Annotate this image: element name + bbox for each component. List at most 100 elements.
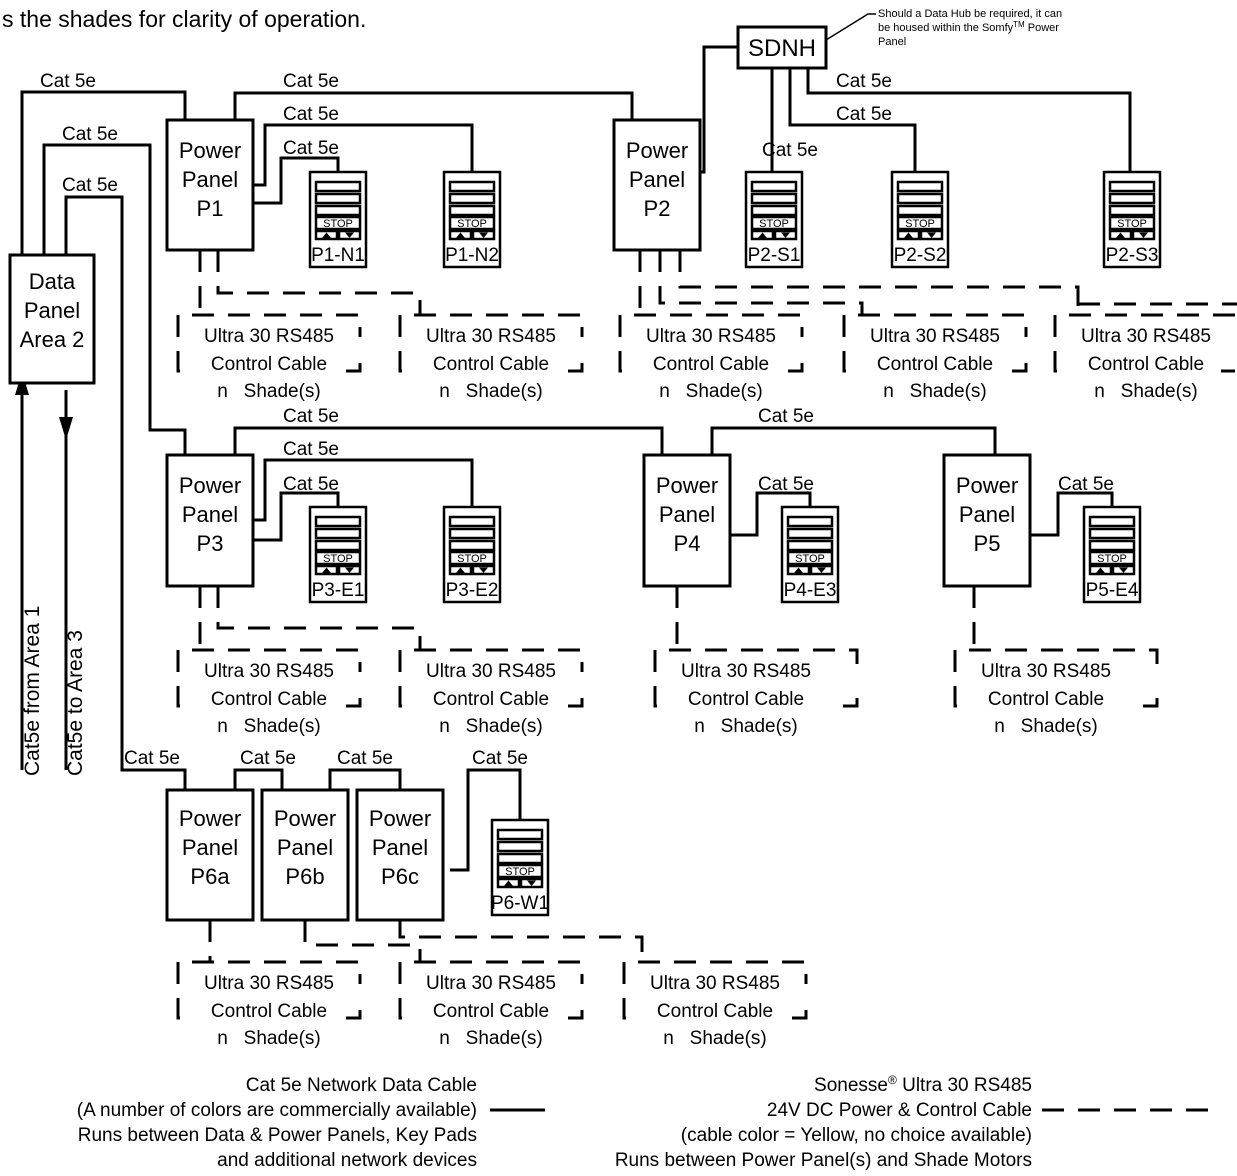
power-panel-line2: Panel (629, 167, 685, 192)
shade-group-line2: Control Cable (433, 689, 549, 710)
legend-cat5e-line3: Runs between Data & Power Panels, Key Pa… (78, 1125, 477, 1146)
stop-label: STOP (323, 218, 353, 230)
cable-label: Cat 5e (283, 406, 339, 427)
shade-group-line3: n Shade(s) (1094, 381, 1198, 402)
power-panels: Power Panel P1 Power Panel P2 Power Pane… (165, 118, 1032, 922)
power-panel-line2: Panel (182, 167, 238, 192)
shade-group-line1: Ultra 30 RS485 (204, 326, 334, 347)
power-panel-line1: Power (179, 473, 241, 498)
keypad-id: P6-W1 (491, 893, 549, 914)
legend-ultra30: Sonesse® Ultra 30 RS485 24V DC Power & C… (615, 1073, 1212, 1171)
keypad-id: P5-E4 (1086, 580, 1139, 601)
power-panel-line1: Power (274, 806, 336, 831)
shade-group-line1: Ultra 30 RS485 (426, 973, 556, 994)
power-panel-p2: Power Panel P2 (612, 118, 702, 252)
cat5e-labels: Cat 5e Cat 5e Cat 5e Cat 5e Cat 5e Cat 5… (40, 71, 1114, 769)
keypad-p1-n2: STOP P1-N2 (442, 170, 502, 269)
keypad-p2-s2: STOP P2-S2 (890, 170, 950, 269)
shade-group-line1: Ultra 30 RS485 (646, 326, 776, 347)
power-panel-id: P6a (190, 864, 230, 889)
data-panel-line1: Data (29, 269, 76, 294)
shade-group-line1: Ultra 30 RS485 (204, 973, 334, 994)
shade-group-line2: Control Cable (1088, 354, 1204, 375)
cable-label: Cat 5e (283, 138, 339, 159)
keypad-p2-s3: STOP P2-S3 (1102, 170, 1162, 269)
shade-group: Ultra 30 RS485 Control Cable n Shade(s) (398, 313, 584, 402)
shade-group-line2: Control Cable (433, 1001, 549, 1022)
shade-group-line2: Control Cable (877, 354, 993, 375)
shade-group: Ultra 30 RS485 Control Cable n Shade(s) (1053, 313, 1235, 402)
shade-group-line1: Ultra 30 RS485 (981, 661, 1111, 682)
cat5e-to-area3-label: Cat5e to Area 3 (64, 630, 87, 776)
power-panel-line1: Power (656, 473, 718, 498)
shade-group-line1: Ultra 30 RS485 (870, 326, 1000, 347)
keypad-p3-e2: STOP P3-E2 (442, 505, 502, 604)
power-panel-id: P1 (197, 196, 224, 221)
power-panel-line2: Panel (959, 502, 1015, 527)
keypad-p3-e1: STOP P3-E1 (308, 505, 368, 604)
shade-group: Ultra 30 RS485 Control Cable n Shade(s) (622, 960, 808, 1049)
cable-label: Cat 5e (283, 439, 339, 460)
cable-label: Cat 5e (758, 406, 814, 427)
power-panel-line2: Panel (277, 835, 333, 860)
shade-group-line2: Control Cable (211, 689, 327, 710)
data-panel (8, 253, 96, 385)
sdnh-label: SDNH (748, 35, 816, 62)
cable-label: Cat 5e (337, 748, 393, 769)
power-panel-id: P6c (381, 864, 419, 889)
shade-group-line3: n Shade(s) (663, 1028, 767, 1049)
sdnh-note-line2: be housed within the SomfyTM Power (878, 20, 1059, 34)
cable-label: Cat 5e (472, 748, 528, 769)
power-panel-p1: Power Panel P1 (165, 118, 255, 252)
data-panel-line3: Area 2 (20, 327, 85, 352)
power-panel-id: P2 (644, 196, 671, 221)
power-panel-p6b: Power Panel P6b (260, 788, 350, 922)
shade-group-line1: Ultra 30 RS485 (681, 661, 811, 682)
keypad-p1-n1: STOP P1-N1 (308, 170, 368, 269)
shade-group: Ultra 30 RS485 Control Cable n Shade(s) (953, 648, 1159, 737)
cable-label: Cat 5e (240, 748, 296, 769)
keypad-id: P2-S1 (748, 245, 801, 266)
cable-label: Cat 5e (283, 474, 339, 495)
stop-label: STOP (457, 553, 487, 565)
shade-group-line1: Ultra 30 RS485 (204, 661, 334, 682)
power-panel-p4: Power Panel P4 (642, 453, 732, 588)
cable-label: Cat 5e (62, 124, 118, 145)
cable-label: Cat 5e (40, 71, 96, 92)
cable-label: Cat 5e (124, 748, 180, 769)
data-panel-line2: Panel (24, 298, 80, 323)
shade-group-line2: Control Cable (653, 354, 769, 375)
shade-group: Ultra 30 RS485 Control Cable n Shade(s) (176, 960, 362, 1049)
shade-group: Ultra 30 RS485 Control Cable n Shade(s) (653, 648, 859, 737)
legend-ultra-line3: (cable color = Yellow, no choice availab… (681, 1125, 1032, 1146)
keypad-p6-w1: STOP P6-W1 (490, 818, 550, 917)
power-panel-id: P4 (674, 531, 701, 556)
sdnh-note-line3: Panel (878, 36, 906, 48)
stop-label: STOP (759, 218, 789, 230)
cat5e-from-area1-label: Cat5e from Area 1 (21, 606, 44, 776)
shade-group-line3: n Shade(s) (439, 1028, 543, 1049)
power-panel-id: P6b (285, 864, 324, 889)
stop-label: STOP (457, 218, 487, 230)
legend-ultra-line1: Sonesse® Ultra 30 RS485 (814, 1073, 1032, 1096)
legend-cat5e: Cat 5e Network Data Cable (A number of c… (77, 1075, 545, 1171)
keypad-p4-e3: STOP P4-E3 (780, 505, 840, 604)
shade-group: Ultra 30 RS485 Control Cable n Shade(s) (842, 313, 1028, 402)
shade-group: Ultra 30 RS485 Control Cable n Shade(s) (398, 648, 584, 737)
stop-label: STOP (795, 553, 825, 565)
shade-group-line2: Control Cable (988, 689, 1104, 710)
shade-group-line1: Ultra 30 RS485 (650, 973, 780, 994)
legend-ultra-line4: Runs between Power Panel(s) and Shade Mo… (615, 1150, 1032, 1171)
legend-ultra-line2: 24V DC Power & Control Cable (767, 1100, 1032, 1121)
cable-label: Cat 5e (762, 140, 818, 161)
keypads: STOP P1-N1 STOP P1-N2 STOP (308, 170, 1162, 917)
cable-label: Cat 5e (62, 175, 118, 196)
shade-group-line2: Control Cable (211, 354, 327, 375)
shade-group-line3: n Shade(s) (439, 381, 543, 402)
shade-group-line3: n Shade(s) (883, 381, 987, 402)
cable-label: Cat 5e (836, 104, 892, 125)
keypad-p5-e4: STOP P5-E4 (1082, 505, 1142, 604)
shade-group-line3: n Shade(s) (994, 716, 1098, 737)
shade-group: Ultra 30 RS485 Control Cable n Shade(s) (176, 648, 362, 737)
shade-group-line3: n Shade(s) (659, 381, 763, 402)
